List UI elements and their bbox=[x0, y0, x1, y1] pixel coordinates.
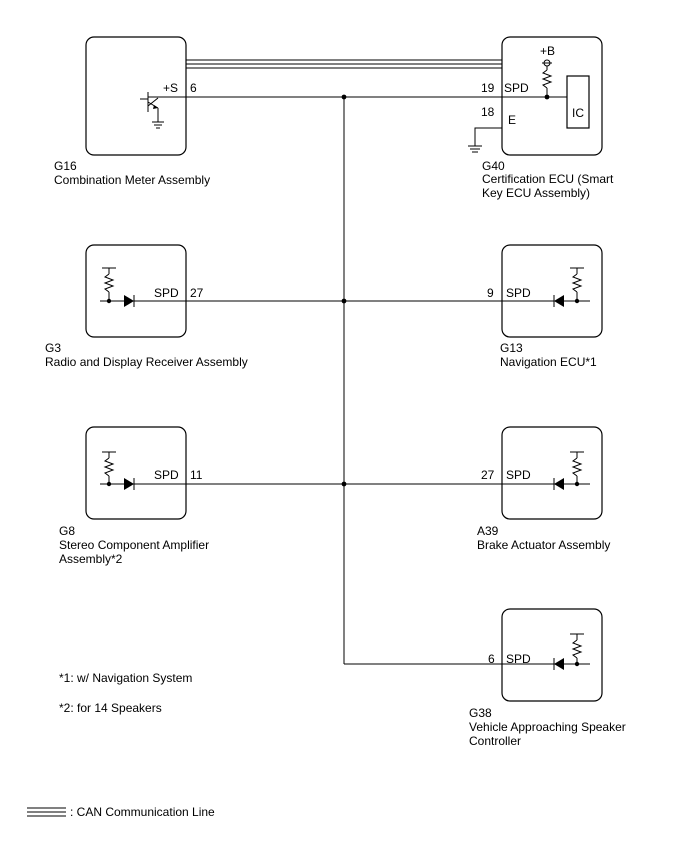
legend-can-label: : CAN Communication Line bbox=[70, 805, 215, 819]
ground-icon bbox=[468, 127, 502, 153]
g40-spd-label: SPD bbox=[504, 81, 529, 95]
g8-name-line1: Stereo Component Amplifier bbox=[59, 538, 209, 552]
g13-pin-label: SPD bbox=[506, 286, 531, 300]
component-g40: +B IC SPD 19 E 18 G40 Certification ECU … bbox=[468, 36, 614, 200]
pullup-diode-icon bbox=[100, 267, 186, 307]
splice-point bbox=[341, 481, 347, 487]
g16-name: Combination Meter Assembly bbox=[54, 173, 210, 187]
g40-name-line1: Certification ECU (Smart bbox=[482, 172, 614, 186]
g40-supply-label: +B bbox=[540, 44, 555, 58]
g38-code: G38 bbox=[469, 706, 492, 720]
g8-code: G8 bbox=[59, 524, 75, 538]
splice-point bbox=[341, 298, 347, 304]
pullup-diode-icon bbox=[502, 451, 590, 490]
g38-name-line1: Vehicle Approaching Speaker bbox=[469, 720, 626, 734]
legend: : CAN Communication Line bbox=[27, 805, 215, 819]
g8-pin-label: SPD bbox=[154, 468, 179, 482]
g40-e-label: E bbox=[508, 113, 516, 127]
transistor-icon bbox=[140, 92, 186, 129]
pullup-diode-icon bbox=[502, 633, 590, 670]
g3-code: G3 bbox=[45, 341, 61, 355]
g40-name-line2: Key ECU Assembly) bbox=[482, 186, 590, 200]
pullup-diode-icon bbox=[100, 451, 186, 490]
component-g8: SPD 11 G8 Stereo Component Amplifier Ass… bbox=[59, 426, 209, 566]
g16-pin-number: 6 bbox=[190, 81, 197, 95]
g3-name: Radio and Display Receiver Assembly bbox=[45, 355, 248, 369]
g40-ic-label: IC bbox=[572, 106, 584, 120]
g8-pin-number: 11 bbox=[190, 468, 203, 482]
component-a39: SPD 27 A39 Brake Actuator Assembly bbox=[477, 426, 610, 552]
a39-pin-label: SPD bbox=[506, 468, 531, 482]
g38-pin-label: SPD bbox=[506, 652, 531, 666]
g38-name-line2: Controller bbox=[469, 734, 521, 748]
g3-pin-label: SPD bbox=[154, 286, 179, 300]
g16-pin-label: +S bbox=[163, 81, 178, 95]
a39-name: Brake Actuator Assembly bbox=[477, 538, 610, 552]
g13-name: Navigation ECU*1 bbox=[500, 355, 597, 369]
component-g13: SPD 9 G13 Navigation ECU*1 bbox=[487, 244, 603, 369]
splice-point bbox=[341, 94, 347, 100]
pullup-diode-icon bbox=[502, 267, 590, 307]
component-g3: SPD 27 G3 Radio and Display Receiver Ass… bbox=[45, 244, 248, 369]
note-speakers: *2: for 14 Speakers bbox=[59, 701, 162, 715]
component-g16: +S 6 G16 Combination Meter Assembly bbox=[54, 36, 210, 187]
g16-code: G16 bbox=[54, 159, 77, 173]
a39-pin-number: 27 bbox=[481, 468, 495, 482]
g13-pin-number: 9 bbox=[487, 286, 494, 300]
spd-signal-bus bbox=[186, 94, 502, 665]
ic-block bbox=[566, 75, 590, 129]
g8-name-line2: Assembly*2 bbox=[59, 552, 123, 566]
component-g38: SPD 6 G38 Vehicle Approaching Speaker Co… bbox=[469, 608, 626, 748]
g40-e-pin: 18 bbox=[481, 105, 495, 119]
a39-code: A39 bbox=[477, 524, 499, 538]
g40-code: G40 bbox=[482, 159, 505, 173]
g40-spd-pin: 19 bbox=[481, 81, 495, 95]
g38-pin-number: 6 bbox=[488, 652, 495, 666]
can-communication-line bbox=[186, 59, 502, 69]
g3-pin-number: 27 bbox=[190, 286, 204, 300]
g13-code: G13 bbox=[500, 341, 523, 355]
note-navigation: *1: w/ Navigation System bbox=[59, 671, 192, 685]
